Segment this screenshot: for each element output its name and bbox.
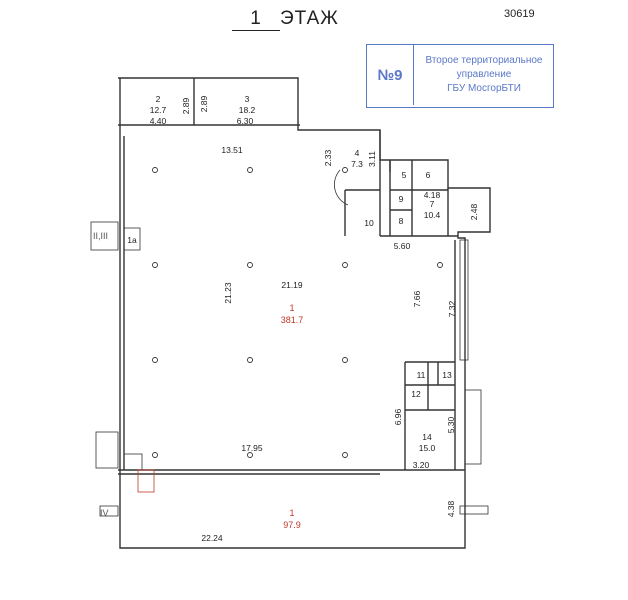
room-14-number: 14 [422, 432, 432, 442]
dimension-5-30: 5.30 [446, 416, 456, 433]
dimension-2-89-b: 2.89 [199, 95, 209, 112]
dimension-3-11: 3.11 [367, 151, 377, 167]
room-3-number: 3 [245, 94, 250, 104]
dimension-7-32: 7.32 [447, 300, 457, 317]
room-7-area: 10.4 [424, 210, 441, 220]
stamp-line-2: управление [456, 69, 512, 80]
room-1-south-number: 1 [289, 508, 294, 518]
room-1a-number: 1а [127, 235, 137, 245]
room-7-number: 7 [430, 199, 435, 209]
room-10-number: 10 [364, 218, 374, 228]
dimension-4-38: 4.38 [446, 500, 456, 517]
room-13-number: 13 [442, 370, 452, 380]
dimension-6-30: 6.30 [237, 116, 254, 126]
stamp-line-1: Второе территориальное [425, 55, 543, 66]
dimension-6-96: 6.96 [393, 408, 403, 425]
room-3-area: 18.2 [239, 105, 256, 115]
room-8-number: 8 [399, 216, 404, 226]
dimension-17-95: 17.95 [241, 443, 263, 453]
dimension-5-60: 5.60 [394, 241, 411, 251]
room-2-number: 2 [156, 94, 161, 104]
stamp-line-3: ГБУ МосгорБТИ [447, 83, 521, 94]
room-1-south-area: 97.9 [283, 520, 301, 530]
document-number: 30619 [504, 8, 535, 20]
room-14-area: 15.0 [419, 443, 436, 453]
dimension-2-33: 2.33 [323, 149, 333, 166]
stamp-text: Второе территориальное управление ГБУ Мо… [415, 54, 553, 96]
stamp-number: №9 [367, 45, 414, 105]
entrance-marker-4: IV [100, 508, 109, 518]
dimension-21-19: 21.19 [281, 280, 303, 290]
dimension-3-20: 3.20 [413, 460, 430, 470]
room-1-main-number: 1 [289, 303, 294, 313]
columns [152, 167, 443, 458]
walls [118, 77, 491, 549]
dimension-4-40: 4.40 [150, 116, 167, 126]
dimension-2-89-a: 2.89 [181, 97, 191, 114]
entrance-marker-2-3: II,III [93, 231, 108, 241]
room-4-area: 7.3 [351, 159, 363, 169]
room-1-main-area: 381.7 [281, 315, 304, 325]
floor-number: 1 [232, 8, 280, 31]
floor-label: ЭТАЖ [280, 8, 339, 29]
dimension-13-51: 13.51 [221, 145, 243, 155]
room-4-number: 4 [355, 148, 360, 158]
room-5-number: 5 [402, 170, 407, 180]
dimension-7-66: 7.66 [412, 290, 422, 307]
room-11-number: 11 [417, 370, 426, 380]
room-6-number: 6 [426, 170, 431, 180]
dimension-2-48: 2.48 [469, 203, 479, 220]
stair-details [90, 169, 489, 517]
dimension-21-23: 21.23 [223, 282, 233, 304]
dimension-22-24: 22.24 [201, 533, 223, 543]
room-2-area: 12.7 [150, 105, 167, 115]
bti-stamp: №9 Второе территориальное управление ГБУ… [366, 44, 554, 108]
room-9-number: 9 [399, 194, 404, 204]
dimension-4-18: 4.18 [424, 190, 441, 200]
room-12-number: 12 [411, 389, 421, 399]
